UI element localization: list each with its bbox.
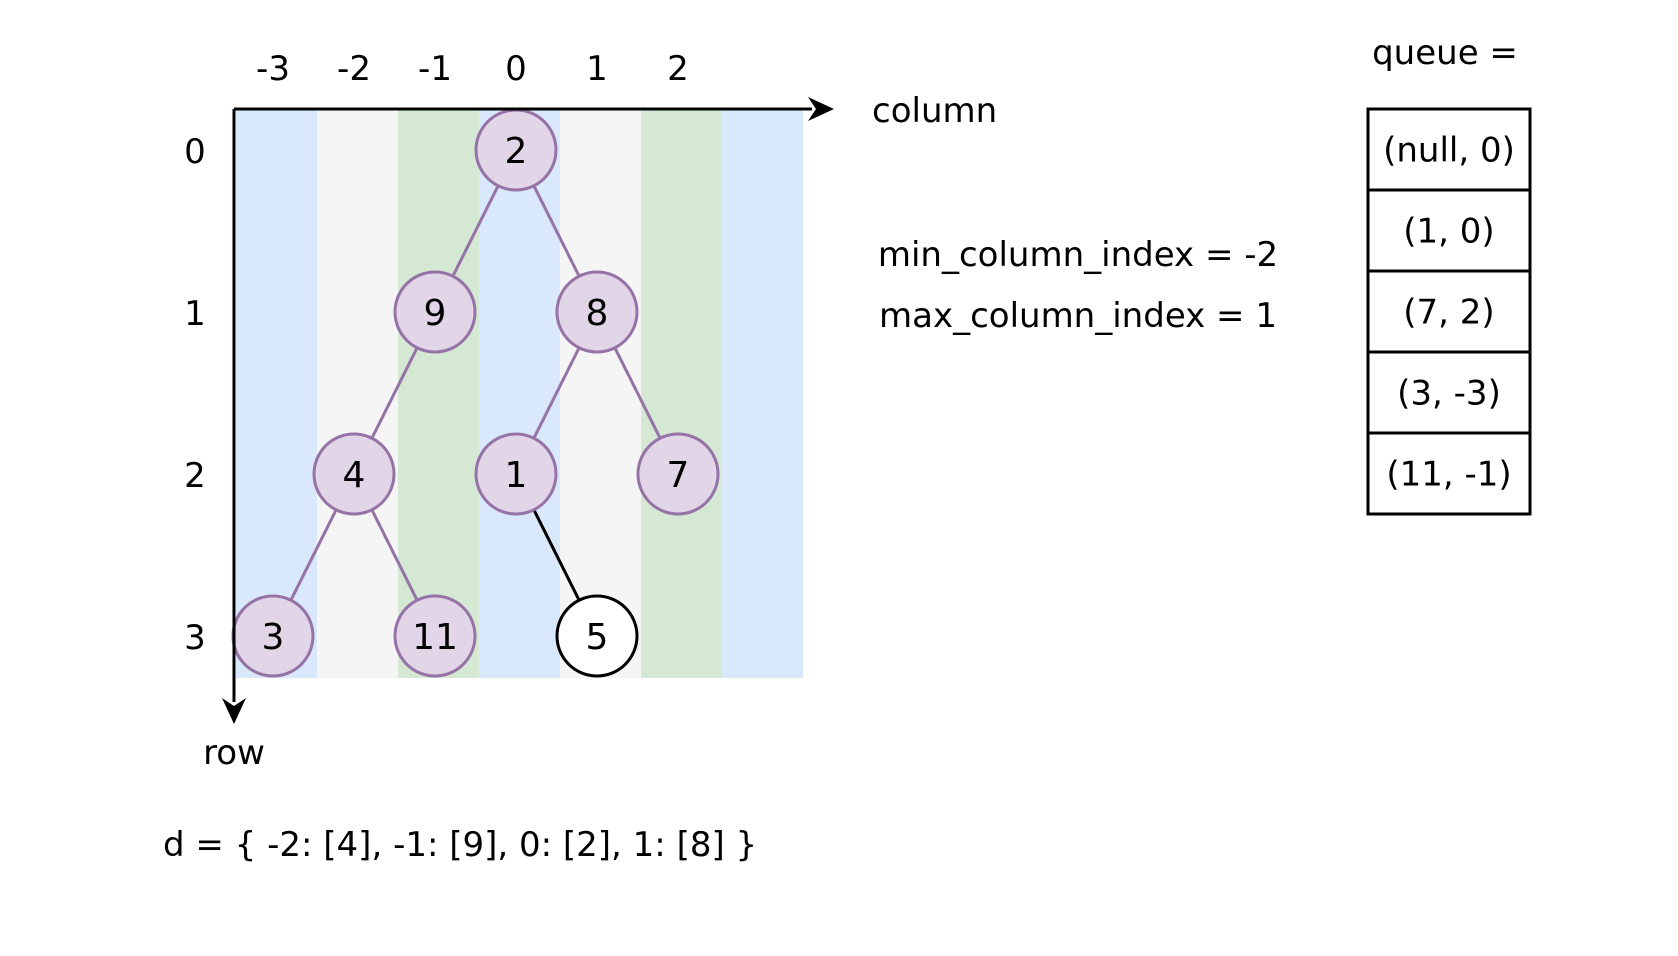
column-axis-arrowhead [808,97,834,121]
queue-item: (3, -3) [1366,350,1532,435]
column-tick: -2 [337,49,371,89]
tree-edge-4-11 [370,509,419,601]
queue-item-text: (1, 0) [1403,212,1494,252]
node-circle [312,432,396,516]
tree-node-7: 7 [636,432,720,516]
dictionary-text: d = { -2: [4], -1: [9], 0: [2], 1: [8] } [163,825,757,865]
column-stripe [560,109,641,678]
column-tick: -1 [418,49,452,89]
column-stripe [236,109,317,678]
queue-item: (7, 2) [1366,269,1532,354]
column-tick: 1 [586,49,608,89]
axes: column row [203,91,997,773]
node-value: 8 [586,293,609,334]
column-stripes [236,109,803,678]
max-column-index-text: max_column_index = 1 [879,296,1277,336]
tree-node-2: 2 [474,108,558,192]
node-value: 9 [424,293,447,334]
node-value: 7 [667,455,690,496]
node-value: 11 [412,617,458,658]
column-axis-label: column [872,91,997,131]
tree-node-5: 5 [555,594,639,678]
queue-cell [1366,269,1532,354]
queue-item-text: (null, 0) [1383,131,1515,171]
tree-node-1: 1 [474,432,558,516]
tree-edge-8-7 [613,347,662,439]
column-tick: 2 [667,49,689,89]
tree-nodes: 2 9 8 4 1 7 3 11 5 [231,108,720,678]
tree-node-3: 3 [231,594,315,678]
queue-item: (11, -1) [1366,431,1532,516]
row-axis-arrowhead [222,698,246,724]
min-column-index-text: min_column_index = -2 [878,235,1278,275]
tree-edge-8-1 [532,347,581,439]
tree-node-9: 9 [393,270,477,354]
node-circle [636,432,720,516]
column-stripe [722,109,803,678]
node-value: 3 [262,617,285,658]
row-tick-labels: 0 1 2 3 [184,132,206,658]
row-tick: 0 [184,132,206,172]
node-circle [393,594,477,678]
queue-item-text: (7, 2) [1403,293,1494,333]
node-value: 2 [505,131,528,172]
tree-edge-2-9 [451,185,500,277]
queue-item: (1, 0) [1366,188,1532,273]
queue-cell [1366,107,1532,192]
node-circle [474,432,558,516]
column-stripe [479,109,560,678]
node-value: 5 [586,617,609,658]
tree-edge-1-5 [532,509,581,601]
tree-edge-2-8 [532,185,581,277]
column-stripe [641,109,722,678]
tree-edges [289,185,662,601]
queue-cell [1366,350,1532,435]
column-tick-labels: -3 -2 -1 0 1 2 [256,49,689,89]
tree-node-11: 11 [393,594,477,678]
row-tick: 2 [184,456,206,496]
node-circle [555,270,639,354]
column-stripe [317,109,398,678]
node-value: 4 [343,455,366,496]
tree-node-8: 8 [555,270,639,354]
column-bounds: min_column_index = -2 max_column_index =… [878,235,1278,336]
queue-item-text: (3, -3) [1397,374,1501,414]
node-circle [555,594,639,678]
column-tick: -3 [256,49,290,89]
queue-item-text: (11, -1) [1386,455,1511,495]
queue-cell [1366,431,1532,516]
row-tick: 1 [184,294,206,334]
queue-item: (null, 0) [1366,107,1532,192]
column-tick: 0 [505,49,527,89]
tree-node-4: 4 [312,432,396,516]
queue: queue = (null, 0) (1, 0) (7, 2) (3, -3) (11,… [1366,33,1532,516]
column-stripe [398,109,479,678]
row-tick: 3 [184,618,206,658]
tree-edge-4-3 [289,509,338,601]
queue-cell [1366,188,1532,273]
node-circle [393,270,477,354]
node-value: 1 [505,455,528,496]
row-axis-label: row [203,733,265,773]
tree-edge-9-4 [370,347,419,439]
queue-label: queue = [1372,33,1518,73]
